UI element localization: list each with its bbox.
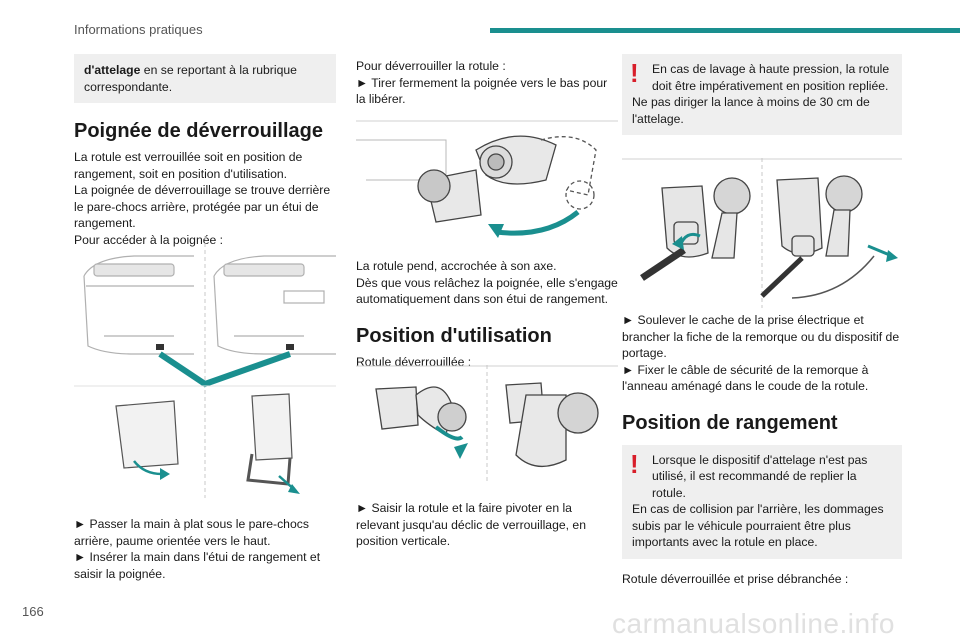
heading-poignee: Poignée de déverrouillage xyxy=(74,120,323,142)
exclamation-icon: ! xyxy=(630,448,639,479)
step-cable: ► Fixer le câble de sécurité de la remor… xyxy=(622,362,869,394)
section-title: Informations pratiques xyxy=(74,22,203,37)
unlocked-sub: Rotule déverrouillée : xyxy=(356,354,472,369)
intro-unlock: Pour déverrouiller la rotule : xyxy=(356,59,506,73)
illustration-rear-bumper xyxy=(74,236,336,498)
warning-box-washing: ! En cas de lavage à haute pression, la … xyxy=(622,54,902,135)
header-accent-bar xyxy=(490,28,960,33)
column-3-steps: ► Soulever le cache de la prise électriq… xyxy=(622,312,902,587)
continued-note-box: d'attelage en se reportant à la rubrique… xyxy=(74,54,336,103)
warning-storage-1: Lorsque le dispositif d'attelage n'est p… xyxy=(652,452,868,500)
paragraph-1: La rotule est verrouillée soit en positi… xyxy=(74,150,303,181)
step-socket: ► Soulever le cache de la prise électriq… xyxy=(622,313,900,360)
heading-utilisation: Position d'utilisation xyxy=(356,324,552,347)
step-1: ► Passer la main à plat sous le pare-cho… xyxy=(74,517,309,548)
paragraph-3: Pour accéder à la poignée : xyxy=(74,232,224,247)
illustration-ball-rotate xyxy=(356,365,618,483)
last-line: Rotule déverrouillée et prise débranchée… xyxy=(622,571,849,586)
hanging-text: La rotule pend, accrochée à son axe. xyxy=(356,259,557,273)
watermark: carmanualsonline.info xyxy=(612,608,895,639)
note-text: en se reportant à la rubrique correspond… xyxy=(84,63,297,94)
warning-washing-2: Ne pas diriger la lance à moins de 30 cm… xyxy=(632,95,870,126)
column-2-after: La rotule pend, accrochée à son axe. Dès… xyxy=(356,258,618,370)
note-bold: d'attelage xyxy=(84,63,141,77)
illustration-socket-cable xyxy=(622,158,902,308)
warning-box-storage: ! Lorsque le dispositif d'attelage n'est… xyxy=(622,444,902,559)
paragraph-2: La poignée de déverrouillage se trouve d… xyxy=(74,183,331,230)
illustration-ball-hanging xyxy=(356,120,618,238)
heading-rangement: Position de rangement xyxy=(622,411,838,434)
exclamation-icon: ! xyxy=(630,58,639,88)
page-number: 166 xyxy=(22,604,44,619)
step-rotate: ► Saisir la rotule et la faire pivoter e… xyxy=(356,501,586,548)
column-2-step: ► Saisir la rotule et la faire pivoter e… xyxy=(356,500,618,550)
column-1-steps: ► Passer la main à plat sous le pare-cho… xyxy=(74,516,336,582)
column-1: d'attelage en se reportant à la rubrique… xyxy=(74,54,336,248)
column-2: Pour déverrouiller la rotule : ► Tirer f… xyxy=(356,58,618,108)
column-3: ! En cas de lavage à haute pression, la … xyxy=(622,54,902,135)
step-2: ► Insérer la main dans l'étui de rangeme… xyxy=(74,550,321,581)
warning-storage-2: En cas de collision par l'arrière, les d… xyxy=(632,502,884,549)
auto-engage-text: Dès que vous relâchez la poignée, elle s… xyxy=(356,275,618,307)
warning-washing-1: En cas de lavage à haute pression, la ro… xyxy=(652,62,890,93)
step-pull: ► Tirer fermement la poignée vers le bas… xyxy=(356,75,608,107)
